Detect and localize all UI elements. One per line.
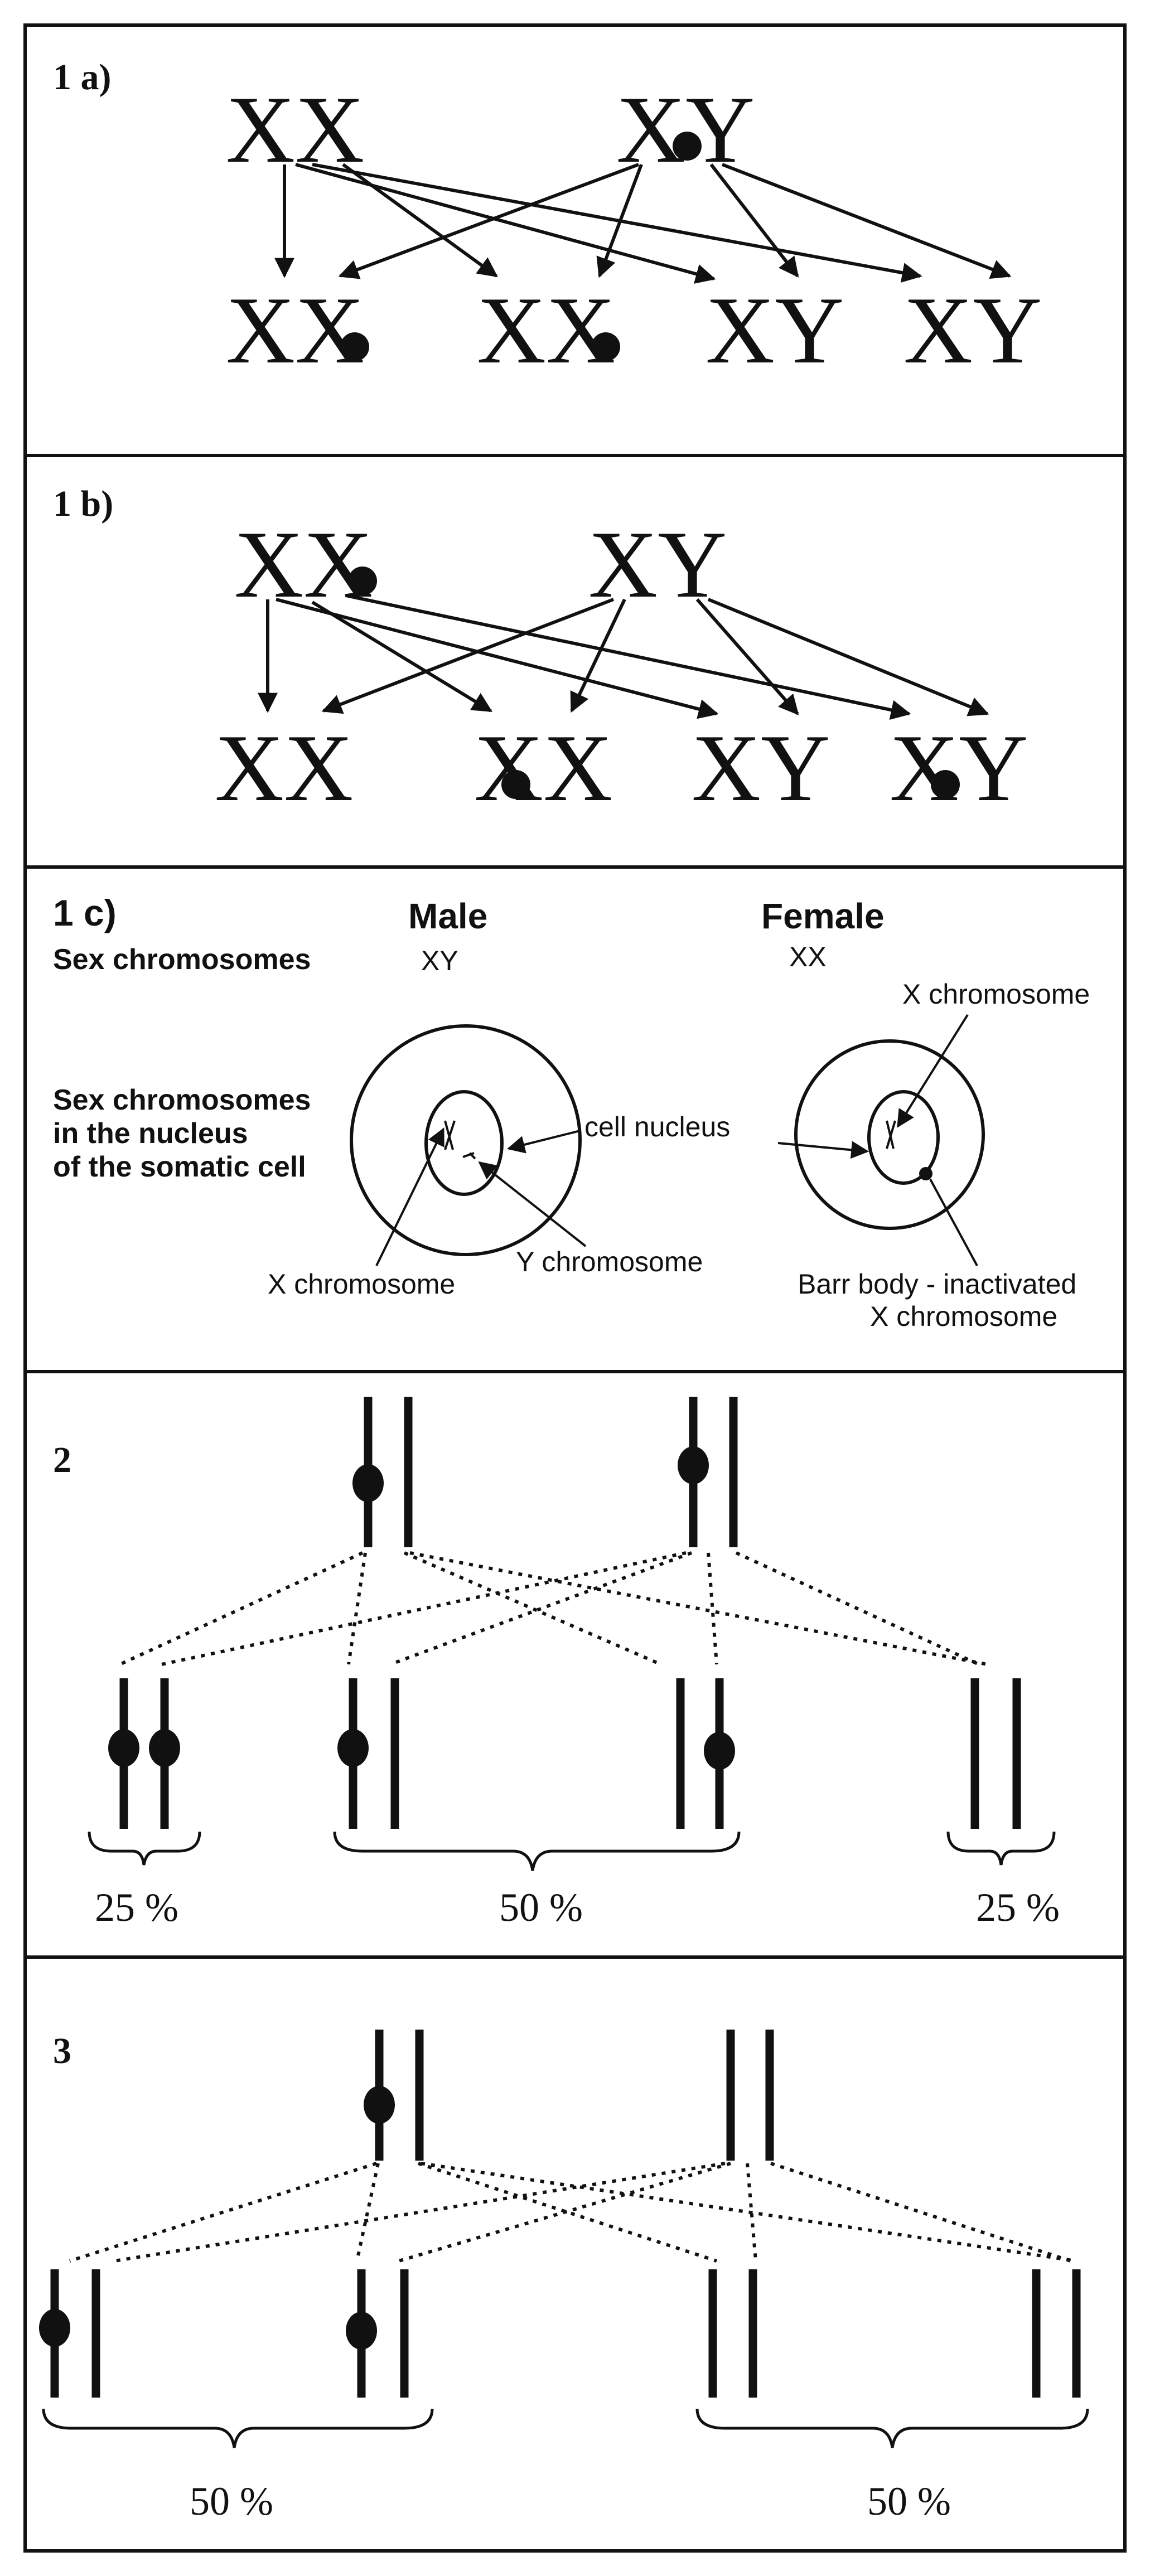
- parent-chromosome-pair-2: [678, 1397, 738, 1547]
- mutant-allele-dot: [931, 770, 960, 799]
- offspring-4: XY: [890, 715, 1028, 821]
- offspring-2: XX: [474, 715, 612, 821]
- nucleus-label-line-2: in the nucleus: [53, 1117, 248, 1150]
- parent-female: XX: [226, 77, 364, 183]
- panel-1c: 1 c) Male Female Sex chromosomes XY XX S…: [23, 865, 1127, 1373]
- cell-nucleus-label: cell nucleus: [584, 1111, 730, 1142]
- offspring-homozygous-normal: [970, 1678, 1021, 1829]
- pointer-x-chromosome-male: [375, 1127, 444, 1266]
- cell-membrane: [794, 1039, 985, 1230]
- mutant-allele-dot: [348, 566, 377, 595]
- barr-body-label-line-1: Barr body - inactivated: [798, 1268, 1076, 1300]
- mutant-allele-dot: [346, 2312, 377, 2350]
- parent-male: XY: [616, 77, 755, 183]
- offspring-2: XX: [477, 278, 615, 384]
- brace-50: [333, 1831, 741, 1871]
- mutant-allele-dot: [39, 2309, 70, 2347]
- x-chromosome-label-male: X chromosome: [268, 1268, 455, 1300]
- panel-3-label: 3: [53, 2031, 71, 2071]
- panel-1a-label: 1 a): [53, 57, 111, 98]
- segregation-lines: [69, 2162, 1077, 2263]
- pointer-x-chromosome-female: [897, 1014, 969, 1128]
- cell-nucleus: [867, 1090, 940, 1185]
- x-chromosome-label-female: X chromosome: [902, 979, 1090, 1010]
- inheritance-arrows: [258, 594, 989, 720]
- panel-2: 2: [23, 1370, 1127, 1959]
- mutant-allele-dot: [364, 2086, 395, 2124]
- cell-nucleus: [424, 1090, 504, 1196]
- barr-body-label-line-2: X chromosome: [870, 1301, 1057, 1332]
- mutant-allele-dot: [149, 1729, 180, 1767]
- pointer-barr-body: [929, 1179, 978, 1266]
- parent-chromosome-pair-1: [364, 2030, 424, 2161]
- panel-1a: 1 a) XX XY XX XX XY XY: [23, 23, 1127, 457]
- mutant-allele-dot: [673, 132, 702, 161]
- panel-1b: 1 b) XX XY XX XX XY XY: [23, 454, 1127, 869]
- male-header: Male: [408, 896, 487, 936]
- mutant-allele-dot: [501, 770, 530, 799]
- mutant-allele-dot: [591, 332, 620, 361]
- nucleus-label-line-3: of the somatic cell: [53, 1151, 306, 1183]
- parent-female: XX: [234, 512, 373, 618]
- offspring-1: XX: [226, 278, 364, 384]
- panel-3-border: [23, 1955, 1127, 2553]
- x-chromosome-shape: [886, 1120, 896, 1149]
- offspring-4: XY: [903, 278, 1042, 384]
- percentage-50-right: 50 %: [867, 2479, 951, 2524]
- mutant-allele-dot: [108, 1729, 139, 1767]
- barr-body: [919, 1167, 932, 1180]
- parent-chromosome-pair-2: [726, 2030, 774, 2161]
- female-header: Female: [761, 896, 885, 936]
- mutant-allele-dot: [337, 1729, 369, 1767]
- sex-chromosomes-label: Sex chromosomes: [53, 943, 311, 976]
- inheritance-arrows: [274, 163, 1012, 284]
- brace-50-right: [695, 2408, 1089, 2448]
- nucleus-label-line-1: Sex chromosomes: [53, 1084, 311, 1116]
- offspring-homozygous-normal-1: [708, 2269, 757, 2398]
- brace-25-right: [946, 1831, 1056, 1866]
- female-somatic-cell: [794, 1039, 985, 1230]
- percentage-50-left: 50 %: [190, 2479, 273, 2524]
- segregation-lines: [119, 1551, 988, 1666]
- offspring-heterozygous-1: [337, 1678, 399, 1829]
- mutant-allele-dot: [704, 1732, 735, 1770]
- y-chromosome-label: Y chromosome: [516, 1246, 703, 1277]
- male-karyotype: XY: [421, 945, 458, 976]
- offspring-3: XY: [692, 715, 830, 821]
- mutant-allele-dot: [340, 332, 369, 361]
- panel-1c-label: 1 c): [53, 892, 117, 933]
- pointer-to-female-nucleus: [777, 1141, 869, 1159]
- offspring-homozygous-normal-2: [1032, 2269, 1081, 2398]
- parent-chromosome-pair-1: [352, 1397, 413, 1547]
- panel-2-label: 2: [53, 1440, 71, 1480]
- offspring-1: XX: [215, 715, 353, 821]
- percentage-25-left: 25 %: [95, 1885, 178, 1930]
- offspring-heterozygous-1: [39, 2269, 100, 2398]
- mutant-allele-dot: [678, 1446, 709, 1484]
- percentage-50: 50 %: [499, 1885, 583, 1930]
- cell-membrane: [350, 1024, 582, 1256]
- male-somatic-cell: [350, 1024, 582, 1256]
- x-chromosome-shape: [444, 1120, 456, 1150]
- mutant-allele-dot: [352, 1464, 384, 1502]
- panel-3: 3: [23, 1955, 1127, 2553]
- percentage-25-right: 25 %: [976, 1885, 1060, 1930]
- female-karyotype: XX: [789, 941, 827, 972]
- panel-2-border: [23, 1370, 1127, 1959]
- offspring-homozygous-mutant: [108, 1678, 180, 1829]
- y-chromosome-shape: [462, 1152, 476, 1160]
- offspring-heterozygous-2: [676, 1678, 735, 1829]
- offspring-heterozygous-2: [346, 2269, 409, 2398]
- pointer-to-male-nucleus: [506, 1130, 581, 1154]
- brace-50-left: [42, 2408, 434, 2448]
- panel-1b-label: 1 b): [53, 483, 113, 524]
- brace-25-left: [88, 1831, 201, 1866]
- pointer-y-chromosome: [478, 1161, 587, 1247]
- offspring-3: XY: [706, 278, 844, 384]
